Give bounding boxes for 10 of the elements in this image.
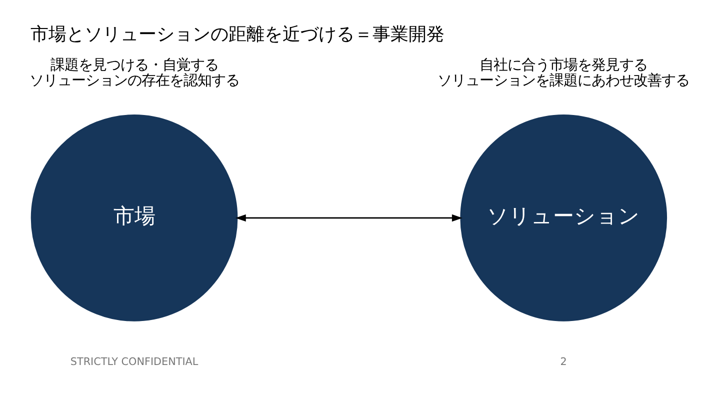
node-label: ソリューションを課題にあわせ改善する: [438, 72, 690, 88]
node-label: 課題を見つける・自覚する: [50, 56, 218, 73]
node-circle: 市場: [30, 114, 238, 321]
node-label: ソリューションの存在を認知する: [29, 72, 240, 88]
label: STRICTLY CONFIDENTIAL: [70, 355, 198, 368]
node-label: 自社に合う市場を発見する: [480, 56, 648, 73]
arrow: [235, 214, 462, 222]
node-circle: ソリューション: [460, 114, 668, 321]
label: 2: [560, 355, 567, 368]
diagram-title: 市場とソリューションの距離を近づける＝事業開発: [30, 23, 445, 44]
